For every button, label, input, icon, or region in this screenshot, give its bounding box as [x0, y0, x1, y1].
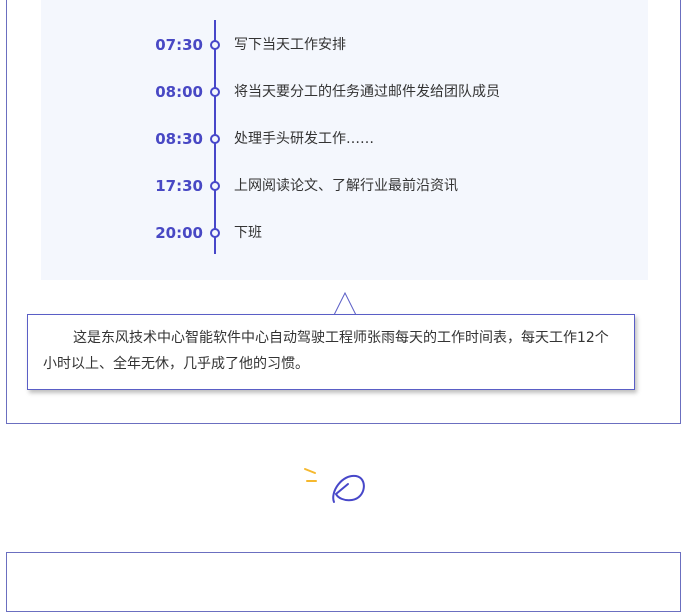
timeline-time: 08:30: [155, 130, 203, 148]
article-section-frame: [6, 0, 681, 424]
timeline-text: 下班: [234, 225, 262, 241]
timeline-time: 07:30: [155, 36, 203, 54]
timeline-dot-icon: [210, 228, 220, 238]
next-section-frame: [6, 552, 681, 612]
timeline-time: 17:30: [155, 177, 203, 195]
doodle-ornament-icon: [304, 468, 365, 503]
timeline-entry: 20:00 下班: [41, 222, 641, 244]
caption-box: 这是东风技术中心智能软件中心自动驾驶工程师张雨每天的工作时间表，每天工作12个小…: [27, 314, 635, 390]
timeline-text: 上网阅读论文、了解行业最前沿资讯: [234, 178, 458, 194]
timeline-dot-icon: [210, 87, 220, 97]
timeline-entry: 08:30 处理手头研发工作……: [41, 128, 641, 150]
timeline-entry: 17:30 上网阅读论文、了解行业最前沿资讯: [41, 175, 641, 197]
timeline-dot-icon: [210, 181, 220, 191]
timeline-entry: 08:00 将当天要分工的任务通过邮件发给团队成员: [41, 81, 641, 103]
timeline-panel: 07:30 写下当天工作安排 08:00 将当天要分工的任务通过邮件发给团队成员…: [41, 0, 648, 280]
timeline-dot-icon: [210, 40, 220, 50]
timeline-entry: 07:30 写下当天工作安排: [41, 34, 641, 56]
timeline-time: 08:00: [155, 83, 203, 101]
timeline-time: 20:00: [155, 224, 203, 242]
caption-text: 这是东风技术中心智能软件中心自动驾驶工程师张雨每天的工作时间表，每天工作12个小…: [43, 330, 609, 372]
timeline-text: 将当天要分工的任务通过邮件发给团队成员: [234, 84, 500, 100]
timeline-dot-icon: [210, 134, 220, 144]
caption-pointer-icon: [334, 292, 356, 316]
timeline-text: 处理手头研发工作……: [234, 131, 374, 147]
timeline-text: 写下当天工作安排: [234, 37, 346, 53]
